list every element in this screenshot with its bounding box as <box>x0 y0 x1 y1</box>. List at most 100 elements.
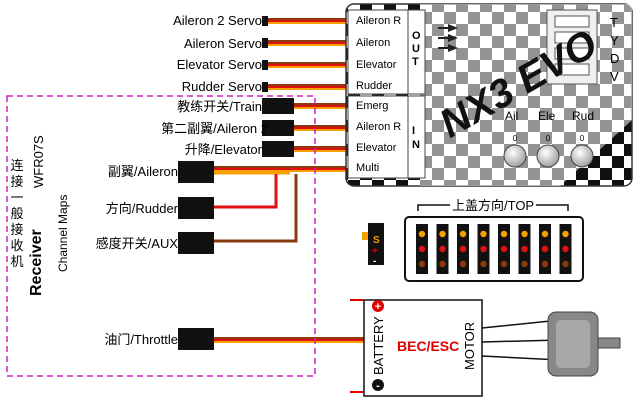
motor <box>547 311 621 377</box>
knob-ail-zero: 0 <box>513 134 518 143</box>
knob-ail[interactable] <box>503 144 527 168</box>
channel-maps-label: Channel Maps <box>56 194 70 272</box>
knob-ele[interactable] <box>536 144 560 168</box>
header-pin-dot <box>459 260 467 268</box>
in-port-aileron-r: Aileron R <box>356 121 402 133</box>
channel-label-aileron: 副翼/Aileron <box>107 164 178 179</box>
plug-aileron <box>178 161 214 183</box>
header-pin-dot <box>541 245 549 253</box>
wire-rudder-signal <box>214 174 278 209</box>
channel-label-rudder: 方向/Rudder <box>105 201 178 216</box>
input-wires <box>214 103 364 343</box>
header-pin-dot <box>562 260 569 268</box>
header-pin-dot <box>521 260 528 268</box>
throttle-wire <box>214 337 364 343</box>
plug-train <box>262 98 294 114</box>
receiver-plugs <box>178 98 294 350</box>
header-pin-dot <box>418 260 426 268</box>
header-pin-dot <box>439 230 446 238</box>
plug-rudder <box>178 197 214 219</box>
in-port-emerg: Emerg <box>356 100 389 112</box>
esc-minus-icon <box>372 379 384 391</box>
channel-label-aileron2: 第二副翼/Aileron 2 <box>161 121 268 136</box>
knob-rud[interactable] <box>570 144 594 168</box>
channel-label-throttle: 油门/Throttle <box>104 332 178 347</box>
header-pin-dot <box>418 245 426 253</box>
out-port-aileron-r: Aileron R <box>356 15 402 27</box>
knob-rud-zero: 0 <box>580 134 585 143</box>
header-pin-dot <box>480 230 487 238</box>
dip-label-d: D <box>610 51 620 66</box>
servo-wires <box>262 16 348 92</box>
plug-elevator <box>262 141 294 157</box>
header-pin-dot <box>480 245 487 253</box>
channel-label-elevator: 升降/Elevator <box>184 142 262 157</box>
input-wire-emerg <box>292 103 348 109</box>
channel-label-aux: 感度开关/AUX <box>95 236 178 251</box>
input-wire-aileron-r <box>292 125 348 131</box>
esc-plus-icon <box>372 300 384 312</box>
small-connector-plus: + <box>372 246 378 257</box>
out-port-aileron: Aileron <box>356 37 391 49</box>
header-pin-dot <box>459 230 467 238</box>
plug-aux <box>178 232 214 254</box>
controller-box: 0 0 0 <box>345 3 633 187</box>
header-pin-dot <box>541 230 549 238</box>
servo-wire-rudder <box>262 82 348 92</box>
receiver-chinese-title: 连接一般接收机 <box>10 158 24 269</box>
header-pin-dot <box>459 245 467 253</box>
servo-wire-elevator <box>262 60 348 70</box>
plug-throttle <box>178 328 214 350</box>
plug-aileron2 <box>262 120 294 136</box>
header-pin-dot <box>562 245 569 253</box>
dip-label-v: V <box>610 69 619 84</box>
out-port-elevator: Elevator <box>356 59 397 71</box>
wire-aux-signal <box>214 174 298 243</box>
small-connector-minus: - <box>373 256 377 267</box>
in-port-multi: Multi <box>356 162 380 174</box>
esc-battery-label: BATTERY <box>371 316 386 375</box>
out-section-label: OUT <box>412 30 421 68</box>
servo-wire-aileron <box>262 38 348 48</box>
knob-label-rud: Rud <box>572 109 595 123</box>
receiver-frame <box>6 95 316 377</box>
small-connector-s: S <box>373 235 380 246</box>
servo-label-elevator: Elevator Servo <box>176 57 262 72</box>
esc[interactable]: + - <box>350 299 561 397</box>
esc-motor-label: MOTOR <box>462 321 477 370</box>
input-wire-multi <box>214 166 348 172</box>
header-pin-dot <box>439 260 446 268</box>
esc-name: BEC/ESC <box>397 338 460 354</box>
header-pin-dot <box>418 230 426 238</box>
in-section-label: IN <box>412 125 420 151</box>
top-connector <box>404 204 584 282</box>
dip-label-y: Y <box>610 33 619 48</box>
header-pin-dot <box>500 260 508 268</box>
header-pin-dot <box>500 230 508 238</box>
knob-ele-zero: 0 <box>546 134 551 143</box>
header-pin-dot <box>562 230 569 238</box>
arrow-icons <box>438 24 458 52</box>
servo-label-rudder: Rudder Servo <box>181 79 262 94</box>
header-pin-dot <box>500 245 508 253</box>
header-pin-dot <box>439 245 446 253</box>
knob-label-ele: Ele <box>538 109 556 123</box>
header-pin-dot <box>521 245 528 253</box>
knob-label-ail: Ail <box>505 109 519 123</box>
header-pin-dot <box>521 230 528 238</box>
header-pin-dot <box>480 260 487 268</box>
servo-label-aileron: Aileron Servo <box>183 36 262 51</box>
dip-label-t: T <box>610 15 618 30</box>
in-port-elevator: Elevator <box>356 142 397 154</box>
header-pin-dot <box>541 260 549 268</box>
top-connector-label: 上盖方向/TOP <box>450 198 537 213</box>
servo-wire-aileron2 <box>262 16 348 26</box>
input-wire-elevator <box>292 146 348 152</box>
esc-plus: + <box>375 301 381 313</box>
esc-minus: - <box>376 380 380 392</box>
receiver-model: WFR07S <box>31 135 46 188</box>
small-connector <box>362 223 384 265</box>
out-port-rudder: Rudder <box>356 80 393 92</box>
channel-label-train: 教练开关/Train <box>177 99 262 114</box>
